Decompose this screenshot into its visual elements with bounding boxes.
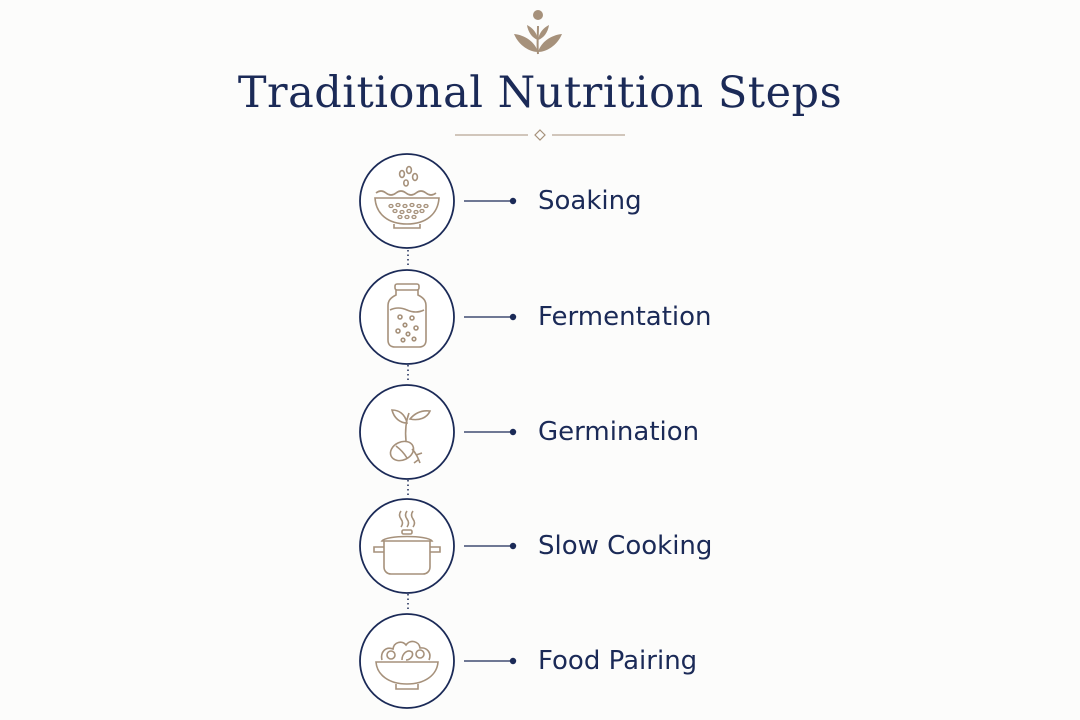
fermentation-jar-icon [359, 269, 455, 365]
step-label: Fermentation [538, 302, 712, 332]
step-label: Soaking [538, 186, 642, 216]
connector-line [464, 657, 517, 665]
connector-dots [407, 594, 409, 612]
step-label: Slow Cooking [538, 531, 713, 561]
step-germination: Germination [358, 383, 778, 481]
connector-line [464, 313, 517, 321]
connector-dots [407, 250, 409, 268]
page-title: Traditional Nutrition Steps [237, 68, 843, 118]
step-soaking: Soaking [358, 152, 778, 250]
connector-dots [407, 480, 409, 498]
step-food-pairing: Food Pairing [358, 612, 778, 710]
step-slow-cooking: Slow Cooking [358, 497, 778, 595]
connector-dots [407, 365, 409, 383]
leaf-logo-icon [514, 10, 562, 55]
connector-line [464, 428, 517, 436]
salad-bowl-icon [359, 613, 455, 709]
bowl-soaking-icon [359, 153, 455, 249]
sprouting-seed-icon [359, 384, 455, 480]
step-label: Food Pairing [538, 646, 698, 676]
connector-line [464, 197, 517, 205]
connector-line [464, 542, 517, 550]
step-fermentation: Fermentation [358, 268, 778, 366]
title-divider [455, 129, 625, 141]
step-label: Germination [538, 417, 700, 447]
steaming-pot-icon [359, 498, 455, 594]
